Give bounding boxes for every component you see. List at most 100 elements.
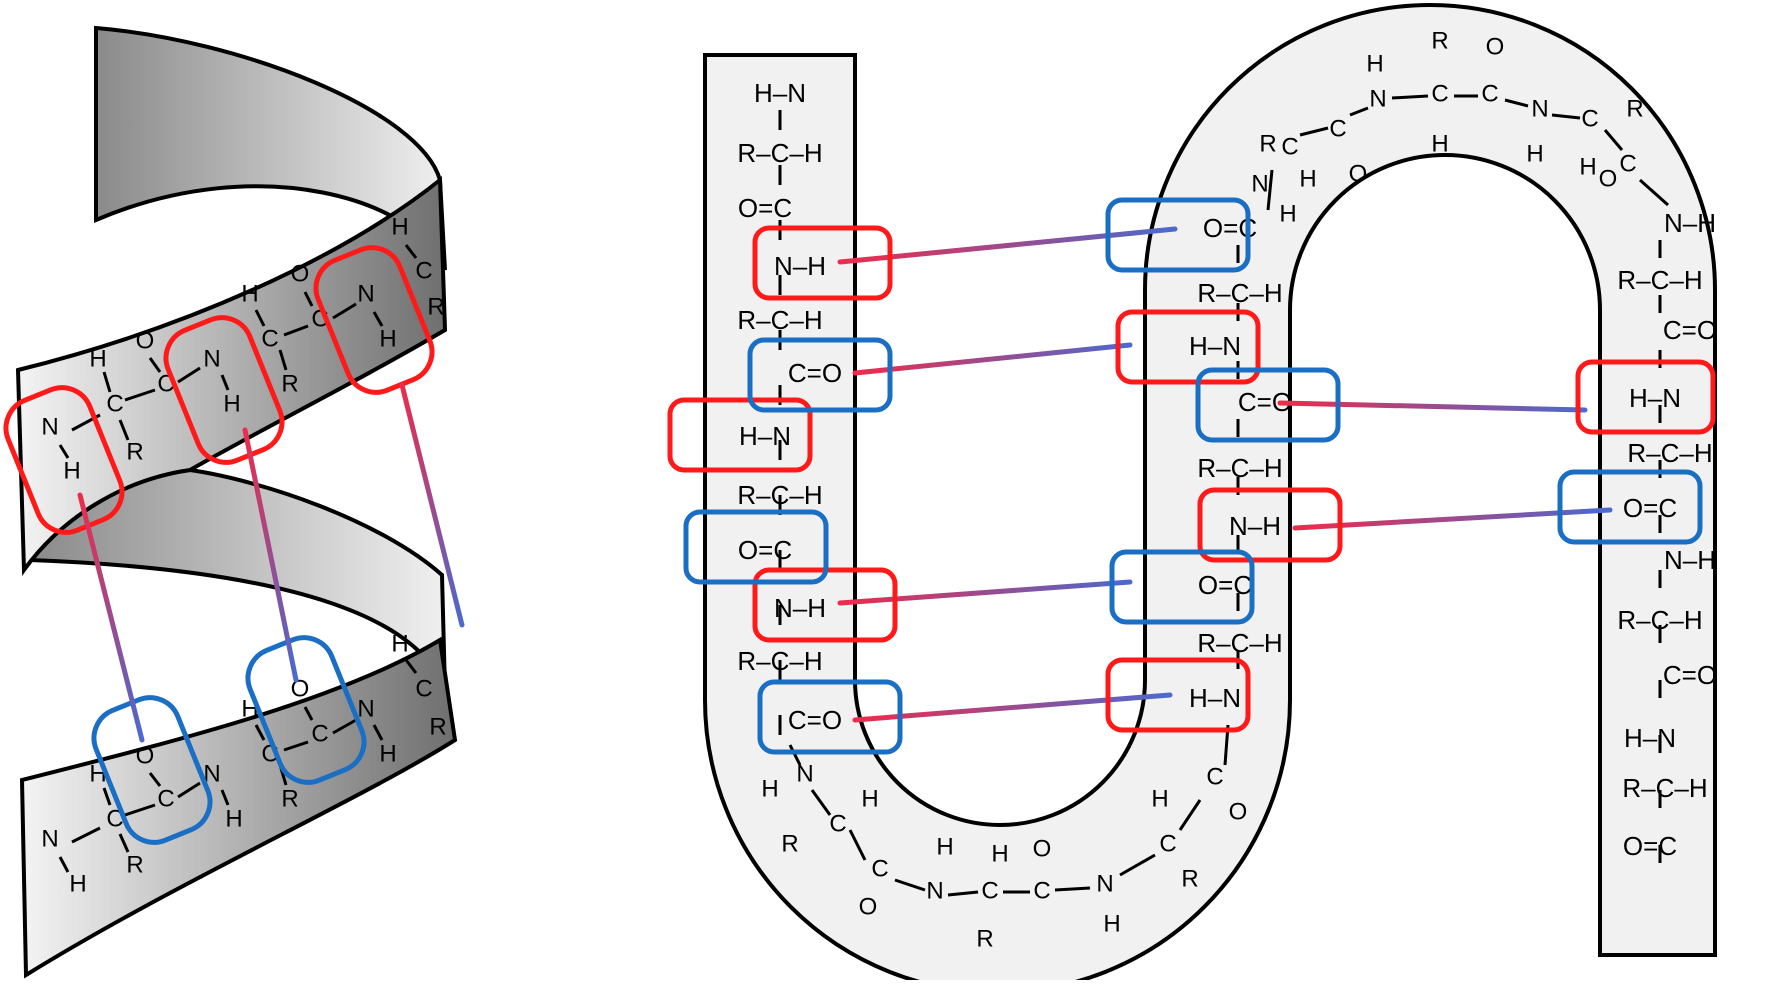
turn-atom: C bbox=[871, 855, 888, 882]
helix-atom: N bbox=[203, 760, 220, 787]
helix-atom: R bbox=[429, 713, 446, 740]
helix-atom: C bbox=[415, 675, 432, 702]
helix-co-box-2 bbox=[245, 635, 367, 785]
turn-backbone-bond bbox=[894, 878, 926, 892]
sheet-atoms: H–N R–C–H O=C N–H R–C–H C=O H–N R–C–H O=C N–H R–C–… bbox=[737, 27, 1717, 952]
turn-atom: H bbox=[1579, 153, 1596, 180]
strand2-group: R–C–H bbox=[1197, 628, 1282, 658]
co-box-5 bbox=[1109, 549, 1255, 625]
helix-backbone-bond bbox=[372, 311, 384, 327]
strand1-group: R–C–H bbox=[737, 480, 822, 510]
turn-atom: H bbox=[1279, 200, 1296, 227]
strand1-group: N–H bbox=[774, 251, 826, 281]
co-box-7 bbox=[1557, 469, 1703, 545]
helix-atom: O bbox=[136, 327, 155, 354]
turn-backbone-bond bbox=[1504, 98, 1529, 108]
helix-backbone-bond bbox=[303, 291, 314, 307]
helix-backbone-bond bbox=[148, 357, 162, 373]
helix-atom: N bbox=[357, 695, 374, 722]
turn-backbone-bond bbox=[1349, 106, 1369, 117]
turn-atom: C bbox=[829, 810, 846, 837]
strand3-group: R–C–H bbox=[1627, 438, 1712, 468]
helix-backbone-bond bbox=[404, 244, 418, 259]
helix-atom: C bbox=[311, 720, 328, 747]
turn-atom: H bbox=[1526, 140, 1543, 167]
turn-atom: H bbox=[1431, 130, 1448, 157]
turn-atom: N bbox=[926, 877, 943, 904]
turn-atom: O bbox=[1599, 165, 1618, 192]
turn-backbone-bond bbox=[788, 744, 802, 766]
turn-atom: H bbox=[1151, 785, 1168, 812]
strand3-group: R–C–H bbox=[1617, 605, 1702, 635]
helix-atom: O bbox=[291, 260, 310, 287]
strand1-group: C=O bbox=[788, 358, 842, 388]
turn-backbone-bond bbox=[1551, 113, 1581, 120]
turn-atom: C bbox=[1481, 80, 1498, 107]
turn-atom: H bbox=[861, 785, 878, 812]
turn-atom: H bbox=[1366, 50, 1383, 77]
helix-backbone-bond bbox=[124, 388, 156, 402]
strand3-group: N–H bbox=[1664, 208, 1716, 238]
helix-backbone-bond bbox=[220, 374, 230, 391]
strand3-group: R–C–H bbox=[1622, 773, 1707, 803]
turn-backbone-bond bbox=[1639, 178, 1669, 207]
helix-backbone-bond bbox=[220, 789, 230, 806]
nh-box-1 bbox=[752, 225, 893, 301]
helix-atom: C bbox=[106, 390, 123, 417]
helix-atom: R bbox=[281, 785, 298, 812]
helix-backbone-bond bbox=[58, 444, 70, 459]
turn-backbone-bond bbox=[1391, 94, 1429, 100]
nh-box-7 bbox=[1575, 359, 1716, 435]
helix-hbond-2 bbox=[242, 427, 299, 683]
co-box-6 bbox=[757, 679, 903, 755]
turn-atom: R bbox=[976, 925, 993, 952]
helix-atom: R bbox=[126, 438, 143, 465]
turn-atom: O bbox=[1349, 160, 1368, 187]
turn-atom: C bbox=[1159, 830, 1176, 857]
turn-atom: R bbox=[1259, 130, 1276, 157]
turn-atom: H bbox=[936, 833, 953, 860]
helix-atom: H bbox=[391, 213, 408, 240]
helix-backbone-bond bbox=[124, 803, 156, 817]
turn-atom: H bbox=[991, 840, 1008, 867]
co-box-4 bbox=[1195, 367, 1341, 443]
helix-nh-box-1 bbox=[3, 385, 125, 535]
helix-backbone-bond bbox=[372, 724, 384, 741]
strand1-group: R–C–H bbox=[737, 305, 822, 335]
turn-atom: O bbox=[1486, 33, 1505, 60]
helix-backbone-bond bbox=[58, 856, 70, 873]
turn-backbone-bond bbox=[1603, 129, 1624, 151]
helix-atom: H bbox=[223, 390, 240, 417]
turn-atom: O bbox=[1033, 835, 1052, 862]
nh-box-4 bbox=[1115, 309, 1261, 385]
sheet-hbond-4 bbox=[852, 692, 1173, 723]
turn-atom: C bbox=[1329, 115, 1346, 142]
helix-atom: H bbox=[379, 325, 396, 352]
turn-atom: C bbox=[1033, 877, 1050, 904]
helix-backbone-bond bbox=[118, 833, 130, 853]
helix-atom: H bbox=[69, 870, 86, 897]
strand1-group: O=C bbox=[738, 535, 792, 565]
helix-atom: C bbox=[415, 257, 432, 284]
strand1-group: R–C–H bbox=[737, 138, 822, 168]
helix-hbond-1 bbox=[77, 492, 145, 743]
turn-atom: R bbox=[1431, 27, 1448, 54]
strand1-group: H–N bbox=[754, 78, 806, 108]
helix-backbone-bond bbox=[283, 740, 309, 752]
helix-atom: R bbox=[427, 293, 444, 320]
strand2-group: R–C–H bbox=[1197, 453, 1282, 483]
helix-atom: H bbox=[391, 630, 408, 657]
strand3-group: O=C bbox=[1623, 831, 1677, 861]
strand3-group: H–N bbox=[1629, 383, 1681, 413]
helix-backbone-bond bbox=[118, 419, 130, 441]
helix-backbone-bond bbox=[102, 787, 112, 806]
helix-backbone-bond bbox=[303, 706, 314, 721]
turn-backbone-bond bbox=[1266, 169, 1274, 211]
strand3-group: O=C bbox=[1623, 493, 1677, 523]
turn-atom: H bbox=[1299, 165, 1316, 192]
helix-atom: N bbox=[41, 825, 58, 852]
co-box-2 bbox=[747, 337, 893, 413]
helix-hydrogen-bonds bbox=[77, 382, 465, 743]
